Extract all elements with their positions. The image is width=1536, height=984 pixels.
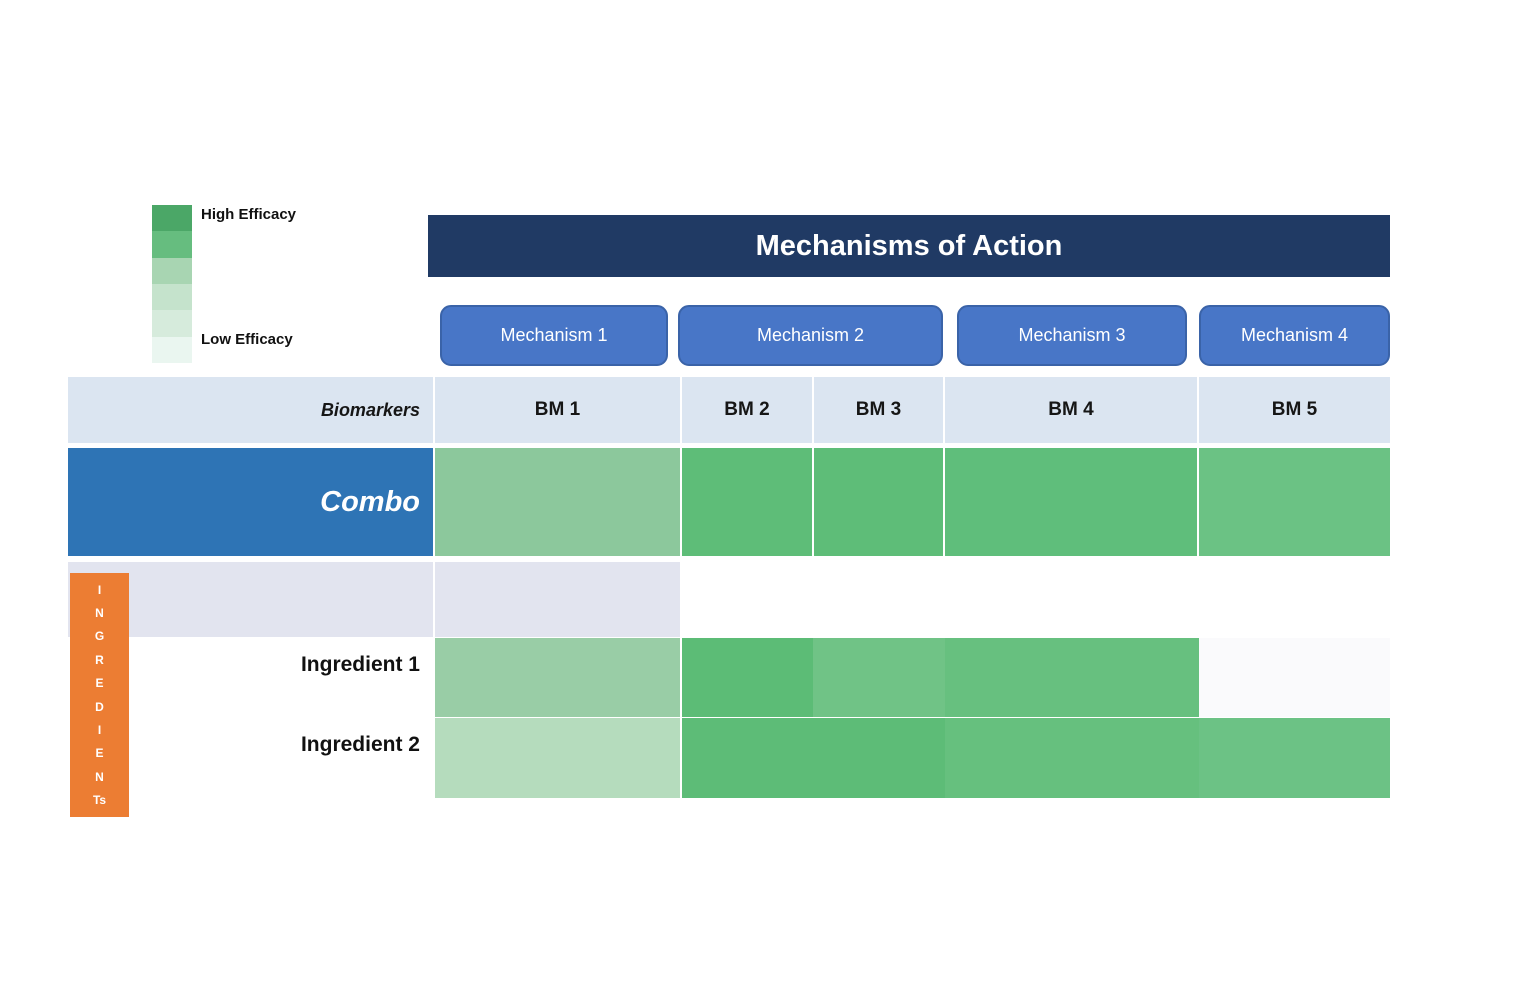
ingredients-vertical-bar: I N G R E D I E N Ts bbox=[70, 573, 129, 817]
ingredients-bar-letter: N bbox=[95, 606, 104, 621]
ingredient-1-cell-bm1 bbox=[435, 638, 680, 717]
ingredients-bar-letter: D bbox=[95, 699, 104, 714]
legend-low-efficacy-label: Low Efficacy bbox=[201, 331, 293, 348]
biomarkers-header-label: Biomarkers bbox=[68, 377, 433, 443]
mechanism-1-button: Mechanism 1 bbox=[440, 305, 668, 366]
header-bm1: BM 1 bbox=[435, 377, 680, 443]
ingredients-bar-letter: I bbox=[97, 723, 102, 738]
header-bm5: BM 5 bbox=[1199, 377, 1390, 443]
legend-step-3 bbox=[152, 257, 192, 284]
legend-step-6 bbox=[152, 336, 192, 363]
ingredient-1-cell-bm3 bbox=[813, 638, 945, 717]
combo-row-label: Combo bbox=[68, 448, 433, 556]
legend-step-5 bbox=[152, 310, 192, 337]
ingredients-bar-letter: R bbox=[95, 652, 104, 667]
ingredient-2-cell-bm4 bbox=[945, 718, 1199, 798]
ingredient-2-cell-bm5 bbox=[1199, 718, 1390, 798]
combo-cell-bm4 bbox=[945, 448, 1197, 556]
efficacy-legend-gradient bbox=[152, 205, 192, 363]
spacer-cell-bm1 bbox=[435, 562, 680, 637]
header-bm2: BM 2 bbox=[682, 377, 812, 443]
ingredient-2-cell-bm2 bbox=[682, 718, 813, 798]
ingredients-bar-letter: G bbox=[94, 629, 105, 644]
legend-step-1 bbox=[152, 205, 192, 232]
combo-cell-bm3 bbox=[814, 448, 943, 556]
ingredient-2-cell-bm3 bbox=[813, 718, 945, 798]
ingredient-1-cell-bm2 bbox=[682, 638, 813, 717]
mechanisms-of-action-banner: Mechanisms of Action bbox=[428, 215, 1390, 277]
ingredients-bar-letter: Ts bbox=[92, 793, 107, 808]
mechanism-4-button: Mechanism 4 bbox=[1199, 305, 1390, 366]
mechanism-2-button: Mechanism 2 bbox=[678, 305, 943, 366]
combo-cell-bm5 bbox=[1199, 448, 1390, 556]
ingredients-bar-letter: E bbox=[95, 746, 104, 761]
mechanism-3-button: Mechanism 3 bbox=[957, 305, 1187, 366]
legend-high-efficacy-label: High Efficacy bbox=[201, 206, 297, 223]
ingredients-bar-letter: E bbox=[95, 676, 104, 691]
combo-cell-bm2 bbox=[682, 448, 812, 556]
ingredient-1-cell-bm4 bbox=[945, 638, 1199, 717]
header-bm3: BM 3 bbox=[814, 377, 943, 443]
ingredients-bar-letter: N bbox=[95, 769, 104, 784]
combo-cell-bm1 bbox=[435, 448, 680, 556]
legend-step-4 bbox=[152, 283, 192, 311]
ingredient-1-cell-bm5 bbox=[1199, 638, 1390, 717]
ingredients-bar-letter: I bbox=[97, 582, 102, 597]
header-bm4: BM 4 bbox=[945, 377, 1197, 443]
ingredient-2-cell-bm1 bbox=[435, 718, 680, 798]
legend-step-2 bbox=[152, 231, 192, 258]
